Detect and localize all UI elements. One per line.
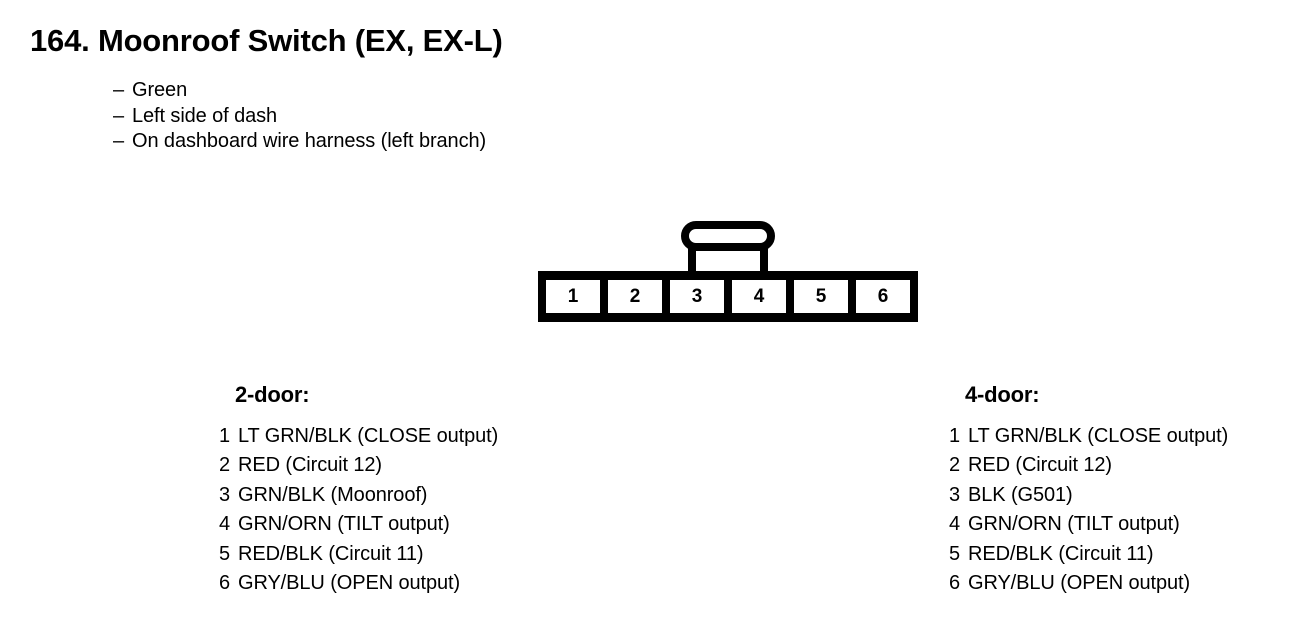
pin-number: 2 [218, 454, 230, 477]
pin-description: GRN/ORN (TILT output) [238, 513, 450, 536]
pinout-4-door: 4-door: 1 LT GRN/BLK (CLOSE output) 2 RE… [940, 382, 1228, 598]
pin-row: 2 RED (Circuit 12) [940, 451, 1228, 480]
connector-latch-stem-right [760, 248, 768, 274]
pin-description: GRY/BLU (OPEN output) [968, 572, 1191, 595]
pin-description: RED (Circuit 12) [238, 454, 382, 477]
connector-cavity-2: 2 [608, 280, 662, 313]
pin-row: 6 GRY/BLU (OPEN output) [940, 569, 1228, 598]
description-item: –Green [113, 78, 813, 104]
pin-number: 6 [218, 572, 230, 595]
pin-row: 3 BLK (G501) [940, 481, 1228, 510]
pin-number: 5 [948, 542, 960, 565]
pinout-heading: 4-door: [965, 382, 1040, 407]
pin-row: 4 GRN/ORN (TILT output) [210, 510, 498, 539]
pin-description: RED (Circuit 12) [968, 454, 1112, 477]
pin-row: 1 LT GRN/BLK (CLOSE output) [210, 422, 498, 451]
pin-row: 4 GRN/ORN (TILT output) [940, 510, 1228, 539]
pin-number: 6 [948, 572, 960, 595]
pin-row: 5 RED/BLK (Circuit 11) [940, 540, 1228, 569]
pin-row: 6 GRY/BLU (OPEN output) [210, 569, 498, 598]
page-title: 164. Moonroof Switch (EX, EX-L) [30, 23, 503, 58]
connector-cavity-4: 4 [732, 280, 786, 313]
pin-number: 4 [218, 513, 230, 536]
connector-latch-stem-left [688, 248, 696, 274]
dash-bullet-icon: – [113, 104, 125, 127]
pinout-2-door: 2-door: 1 LT GRN/BLK (CLOSE output) 2 RE… [210, 382, 498, 598]
description-list: –Green –Left side of dash –On dashboard … [113, 78, 813, 155]
pin-row: 1 LT GRN/BLK (CLOSE output) [940, 422, 1228, 451]
description-item: –Left side of dash [113, 104, 813, 130]
pin-description: GRN/BLK (Moonroof) [238, 483, 428, 506]
dash-bullet-icon: – [113, 130, 125, 152]
pin-number: 3 [218, 483, 230, 506]
pin-number: 1 [218, 425, 230, 447]
pin-description: RED/BLK (Circuit 11) [968, 542, 1154, 565]
pin-description: BLK (G501) [968, 483, 1073, 506]
pin-row: 3 GRN/BLK (Moonroof) [210, 481, 498, 510]
connector-body: 1 2 3 4 5 6 [538, 271, 918, 322]
description-text: Green [132, 79, 188, 101]
dash-bullet-icon: – [113, 79, 125, 101]
pinout-heading: 2-door: [235, 382, 310, 407]
connector-latch-icon [681, 221, 775, 251]
connector-diagram: 1 2 3 4 5 6 [538, 218, 918, 322]
pin-number: 2 [948, 454, 960, 477]
connector-cavity-6: 6 [856, 280, 910, 313]
pin-description: GRY/BLU (OPEN output) [238, 572, 461, 595]
pin-number: 4 [948, 513, 960, 536]
pin-number: 1 [948, 425, 960, 447]
pin-number: 3 [948, 483, 960, 506]
description-text: Left side of dash [132, 104, 278, 127]
pin-number: 5 [218, 542, 230, 565]
pin-description: GRN/ORN (TILT output) [968, 513, 1180, 536]
pin-row: 5 RED/BLK (Circuit 11) [210, 540, 498, 569]
pin-row: 2 RED (Circuit 12) [210, 451, 498, 480]
pin-description: LT GRN/BLK (CLOSE output) [238, 425, 499, 447]
description-text: On dashboard wire harness (left branch) [132, 130, 487, 152]
pin-description: RED/BLK (Circuit 11) [238, 542, 424, 565]
pin-description: LT GRN/BLK (CLOSE output) [968, 425, 1229, 447]
connector-cavity-1: 1 [546, 280, 600, 313]
connector-cavity-5: 5 [794, 280, 848, 313]
connector-cavity-3: 3 [670, 280, 724, 313]
description-item: –On dashboard wire harness (left branch) [113, 129, 813, 155]
